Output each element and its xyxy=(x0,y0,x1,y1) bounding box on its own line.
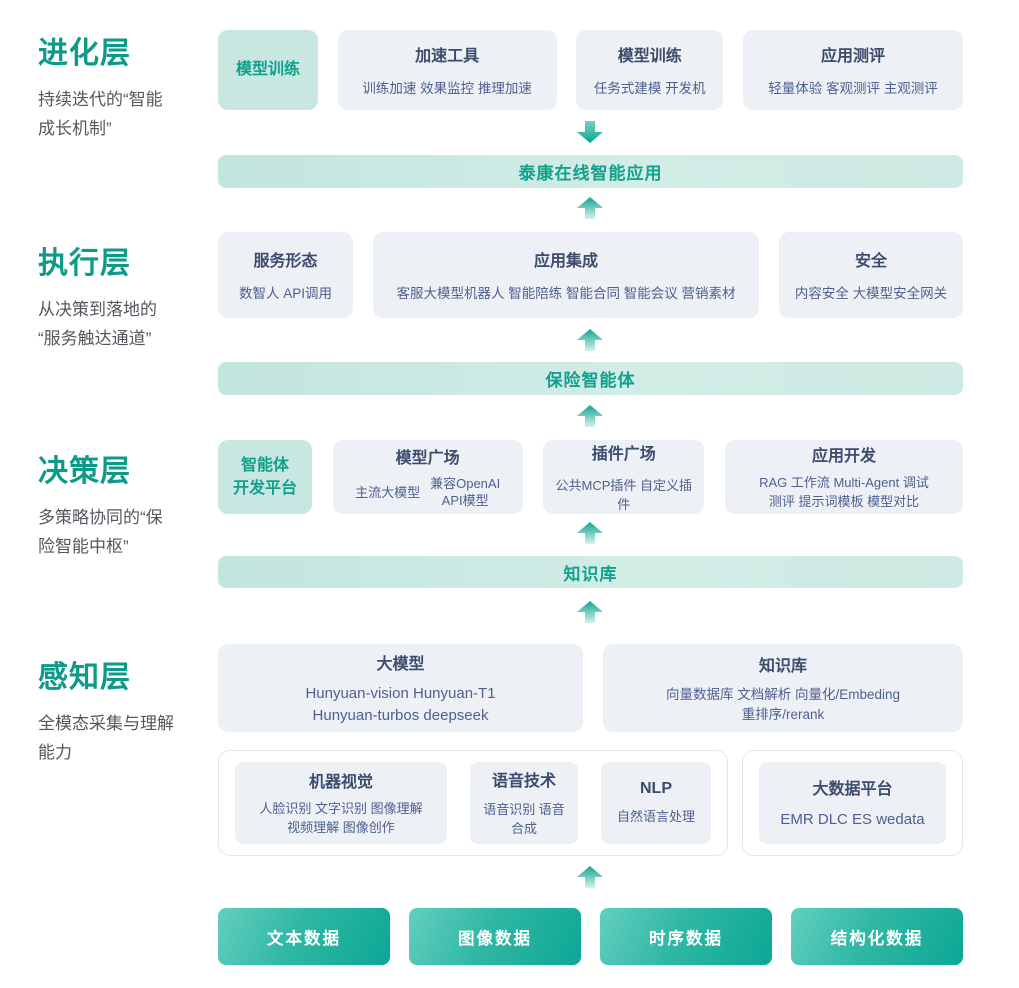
row-perception-models: 大模型 Hunyuan-vision Hunyuan-T1 Hunyuan-tu… xyxy=(218,644,963,732)
row-perception-tech: 机器视觉 人脸识别 文字识别 图像理解 视频理解 图像创作 语音技术 语音识别 … xyxy=(218,750,963,856)
ai-capability-group: 机器视觉 人脸识别 文字识别 图像理解 视频理解 图像创作 语音技术 语音识别 … xyxy=(218,750,728,856)
layer-desc-execution: 从决策到落地的 “服务触达通道” xyxy=(38,300,157,348)
arrow-down-icon xyxy=(577,121,603,143)
box-items: 客服大模型机器人 智能陪练 智能合同 智能会议 营销素材 xyxy=(396,285,736,301)
box-items: Hunyuan-vision Hunyuan-T1 Hunyuan-turbos… xyxy=(305,684,496,724)
box-title: 大模型 xyxy=(376,655,425,673)
arrow-up-icon xyxy=(577,601,603,623)
box-title: 模型训练 xyxy=(617,47,682,65)
arrow-up-icon xyxy=(577,522,603,544)
box-llm: 大模型 Hunyuan-vision Hunyuan-T1 Hunyuan-tu… xyxy=(218,644,583,732)
box-title: 应用测评 xyxy=(820,47,885,65)
layer-desc-decision: 多策略协同的“保 险智能中枢” xyxy=(38,508,163,556)
box-title: NLP xyxy=(640,779,672,797)
row-evolution: 模型训练 加速工具 训练加速 效果监控 推理加速 模型训练 任务式建模 开发机 … xyxy=(218,30,963,110)
arrow-up-icon xyxy=(577,866,603,888)
box-model-plaza: 模型广场 主流大模型 兼容OpenAI API模型 xyxy=(332,440,523,514)
box-accel-tools: 加速工具 训练加速 效果监控 推理加速 xyxy=(337,30,557,110)
box-items: 公共MCP插件 自定义插件 xyxy=(555,477,693,512)
box-security: 安全 内容安全 大模型安全网关 xyxy=(779,232,963,318)
box-title: 插件广场 xyxy=(591,445,656,463)
box-title: 语音技术 xyxy=(491,773,556,791)
layer-desc-perception: 全模态采集与理解 能力 xyxy=(38,714,174,762)
row-data-sources: 文本数据 图像数据 时序数据 结构化数据 xyxy=(218,908,963,965)
box-app-integration: 应用集成 客服大模型机器人 智能陪练 智能合同 智能会议 营销素材 xyxy=(373,232,759,318)
box-items: 人脸识别 文字识别 图像理解 视频理解 图像创作 xyxy=(259,801,423,835)
box-service-form: 服务形态 数智人 API调用 xyxy=(218,232,353,318)
box-app-dev: 应用开发 RAG 工作流 Multi-Agent 调试 测评 提示词模板 模型对… xyxy=(724,440,963,514)
box-title: 加速工具 xyxy=(415,47,480,65)
bigdata-group: 大数据平台 EMR DLC ES wedata xyxy=(742,750,963,856)
box-title: 大数据平台 xyxy=(812,781,893,799)
arrow-up-icon xyxy=(577,197,603,219)
box-app-eval: 应用测评 轻量体验 客观测评 主观测评 xyxy=(742,30,963,110)
box-title: 机器视觉 xyxy=(308,774,373,792)
layer-title-evolution: 进化层 xyxy=(38,37,131,70)
box-plugin-plaza: 插件广场 公共MCP插件 自定义插件 xyxy=(543,440,705,514)
layer-title-perception: 感知层 xyxy=(38,661,131,694)
box-item: 兼容OpenAI API模型 xyxy=(430,476,501,508)
banner-insurance-agent: 保险智能体 xyxy=(218,362,963,395)
box-title: 应用开发 xyxy=(811,448,876,466)
box-items: 语音识别 语音合成 xyxy=(483,802,565,836)
data-source-timeseries: 时序数据 xyxy=(600,908,772,965)
data-source-image: 图像数据 xyxy=(409,908,581,965)
arrow-up-icon xyxy=(577,329,603,351)
data-source-text: 文本数据 xyxy=(218,908,390,965)
box-title: 知识库 xyxy=(758,657,807,675)
box-items: 主流大模型 兼容OpenAI API模型 xyxy=(355,476,500,510)
row-decision: 智能体 开发平台 模型广场 主流大模型 兼容OpenAI API模型 插件广场 … xyxy=(218,440,963,514)
box-title: 服务形态 xyxy=(253,252,318,270)
box-knowledge-base: 知识库 向量数据库 文档解析 向量化/Embeding 重排序/rerank xyxy=(603,644,963,732)
box-agent-platform-highlight: 智能体 开发平台 xyxy=(218,440,312,514)
layer-desc-evolution: 持续迭代的“智能 成长机制” xyxy=(38,90,163,138)
banner-taikang-app: 泰康在线智能应用 xyxy=(218,155,963,188)
data-source-structured: 结构化数据 xyxy=(791,908,963,965)
box-model-training-highlight: 模型训练 xyxy=(218,30,318,110)
box-speech-tech: 语音技术 语音识别 语音合成 xyxy=(470,762,578,844)
box-title: 应用集成 xyxy=(533,252,598,270)
row-execution: 服务形态 数智人 API调用 应用集成 客服大模型机器人 智能陪练 智能合同 智… xyxy=(218,232,963,318)
box-item: 主流大模型 xyxy=(355,484,421,500)
box-title: 安全 xyxy=(854,252,887,270)
box-title: 模型广场 xyxy=(395,450,460,468)
box-items: 自然语言处理 xyxy=(616,808,695,824)
box-items: EMR DLC ES wedata xyxy=(780,811,925,829)
box-items: 向量数据库 文档解析 向量化/Embeding 重排序/rerank xyxy=(665,686,901,722)
arrow-up-icon xyxy=(577,405,603,427)
box-items: 训练加速 效果监控 推理加速 xyxy=(362,80,532,96)
box-items: RAG 工作流 Multi-Agent 调试 测评 提示词模板 模型对比 xyxy=(759,475,929,509)
box-items: 数智人 API调用 xyxy=(238,285,332,301)
layer-label-decision: 决策层 多策略协同的“保 险智能中枢” xyxy=(38,446,224,562)
layer-title-decision: 决策层 xyxy=(38,455,131,488)
layer-label-perception: 感知层 全模态采集与理解 能力 xyxy=(38,652,224,768)
banner-knowledge-base: 知识库 xyxy=(218,556,963,588)
box-items: 内容安全 大模型安全网关 xyxy=(794,285,948,301)
layer-label-evolution: 进化层 持续迭代的“智能 成长机制” xyxy=(38,28,224,144)
box-items: 任务式建模 开发机 xyxy=(593,80,706,96)
box-nlp: NLP 自然语言处理 xyxy=(601,762,711,844)
box-model-training: 模型训练 任务式建模 开发机 xyxy=(576,30,724,110)
box-machine-vision: 机器视觉 人脸识别 文字识别 图像理解 视频理解 图像创作 xyxy=(235,762,447,844)
box-bigdata-platform: 大数据平台 EMR DLC ES wedata xyxy=(759,762,946,844)
layer-label-execution: 执行层 从决策到落地的 “服务触达通道” xyxy=(38,238,224,354)
layer-title-execution: 执行层 xyxy=(38,247,131,280)
box-items: 轻量体验 客观测评 主观测评 xyxy=(768,80,938,96)
